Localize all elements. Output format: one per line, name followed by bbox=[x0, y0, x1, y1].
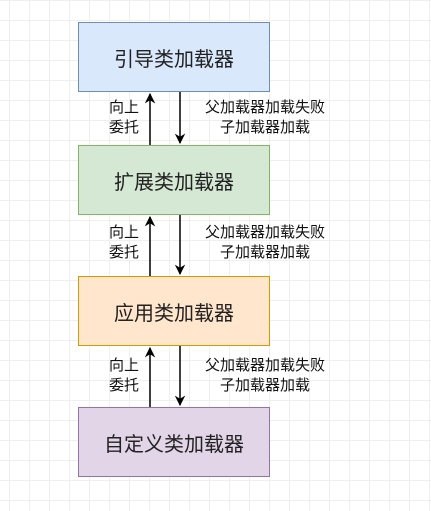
delegate-up-label-2: 向上 委托 bbox=[108, 223, 139, 261]
application-classloader-box: 应用类加载器 bbox=[78, 276, 270, 346]
child-load-label-1: 父加载器加载失败 子加载器加载 bbox=[204, 98, 325, 136]
delegate-up-label-1: 向上 委托 bbox=[108, 98, 139, 136]
extension-classloader-box: 扩展类加载器 bbox=[78, 145, 270, 215]
custom-classloader-box: 自定义类加载器 bbox=[78, 407, 270, 477]
child-load-label-3: 父加载器加载失败 子加载器加载 bbox=[204, 356, 325, 394]
delegate-up-label-3: 向上 委托 bbox=[108, 356, 139, 394]
bootstrap-classloader-box: 引导类加载器 bbox=[78, 22, 270, 92]
child-load-label-2: 父加载器加载失败 子加载器加载 bbox=[204, 223, 325, 261]
